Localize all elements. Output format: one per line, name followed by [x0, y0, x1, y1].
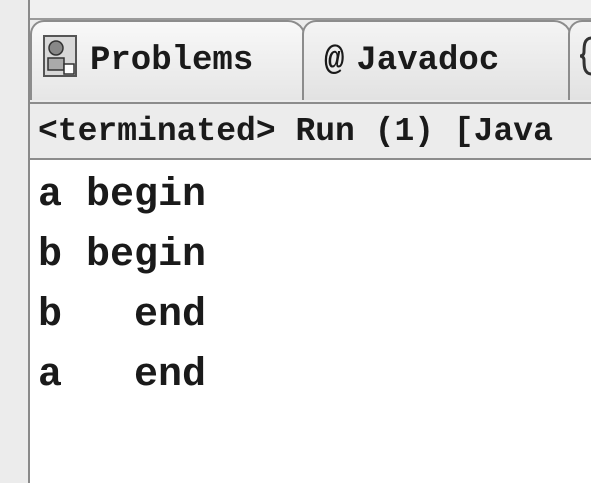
top-strip: [30, 0, 591, 20]
console-line: a begin: [38, 173, 207, 218]
tab-problems-label: Problems: [90, 42, 254, 80]
declaration-icon: [578, 34, 591, 89]
console-line: b end: [38, 293, 207, 338]
tab-declaration[interactable]: [568, 20, 591, 100]
console-output[interactable]: a begin b begin b end a end: [30, 160, 591, 483]
tab-javadoc[interactable]: @ Javadoc: [302, 20, 572, 100]
view-tab-bar: Problems @ Javadoc: [30, 20, 591, 102]
console-status-header: <terminated> Run (1) [Java: [30, 102, 591, 160]
tab-problems[interactable]: Problems: [30, 20, 306, 100]
window-left-border: [0, 0, 30, 483]
tab-javadoc-label: Javadoc: [356, 42, 500, 80]
console-line: b begin: [38, 233, 207, 278]
problems-icon: [42, 34, 78, 89]
at-sign-icon: @: [324, 42, 345, 80]
console-line: a end: [38, 353, 207, 398]
console-status-text: <terminated> Run (1) [Java: [38, 112, 553, 150]
